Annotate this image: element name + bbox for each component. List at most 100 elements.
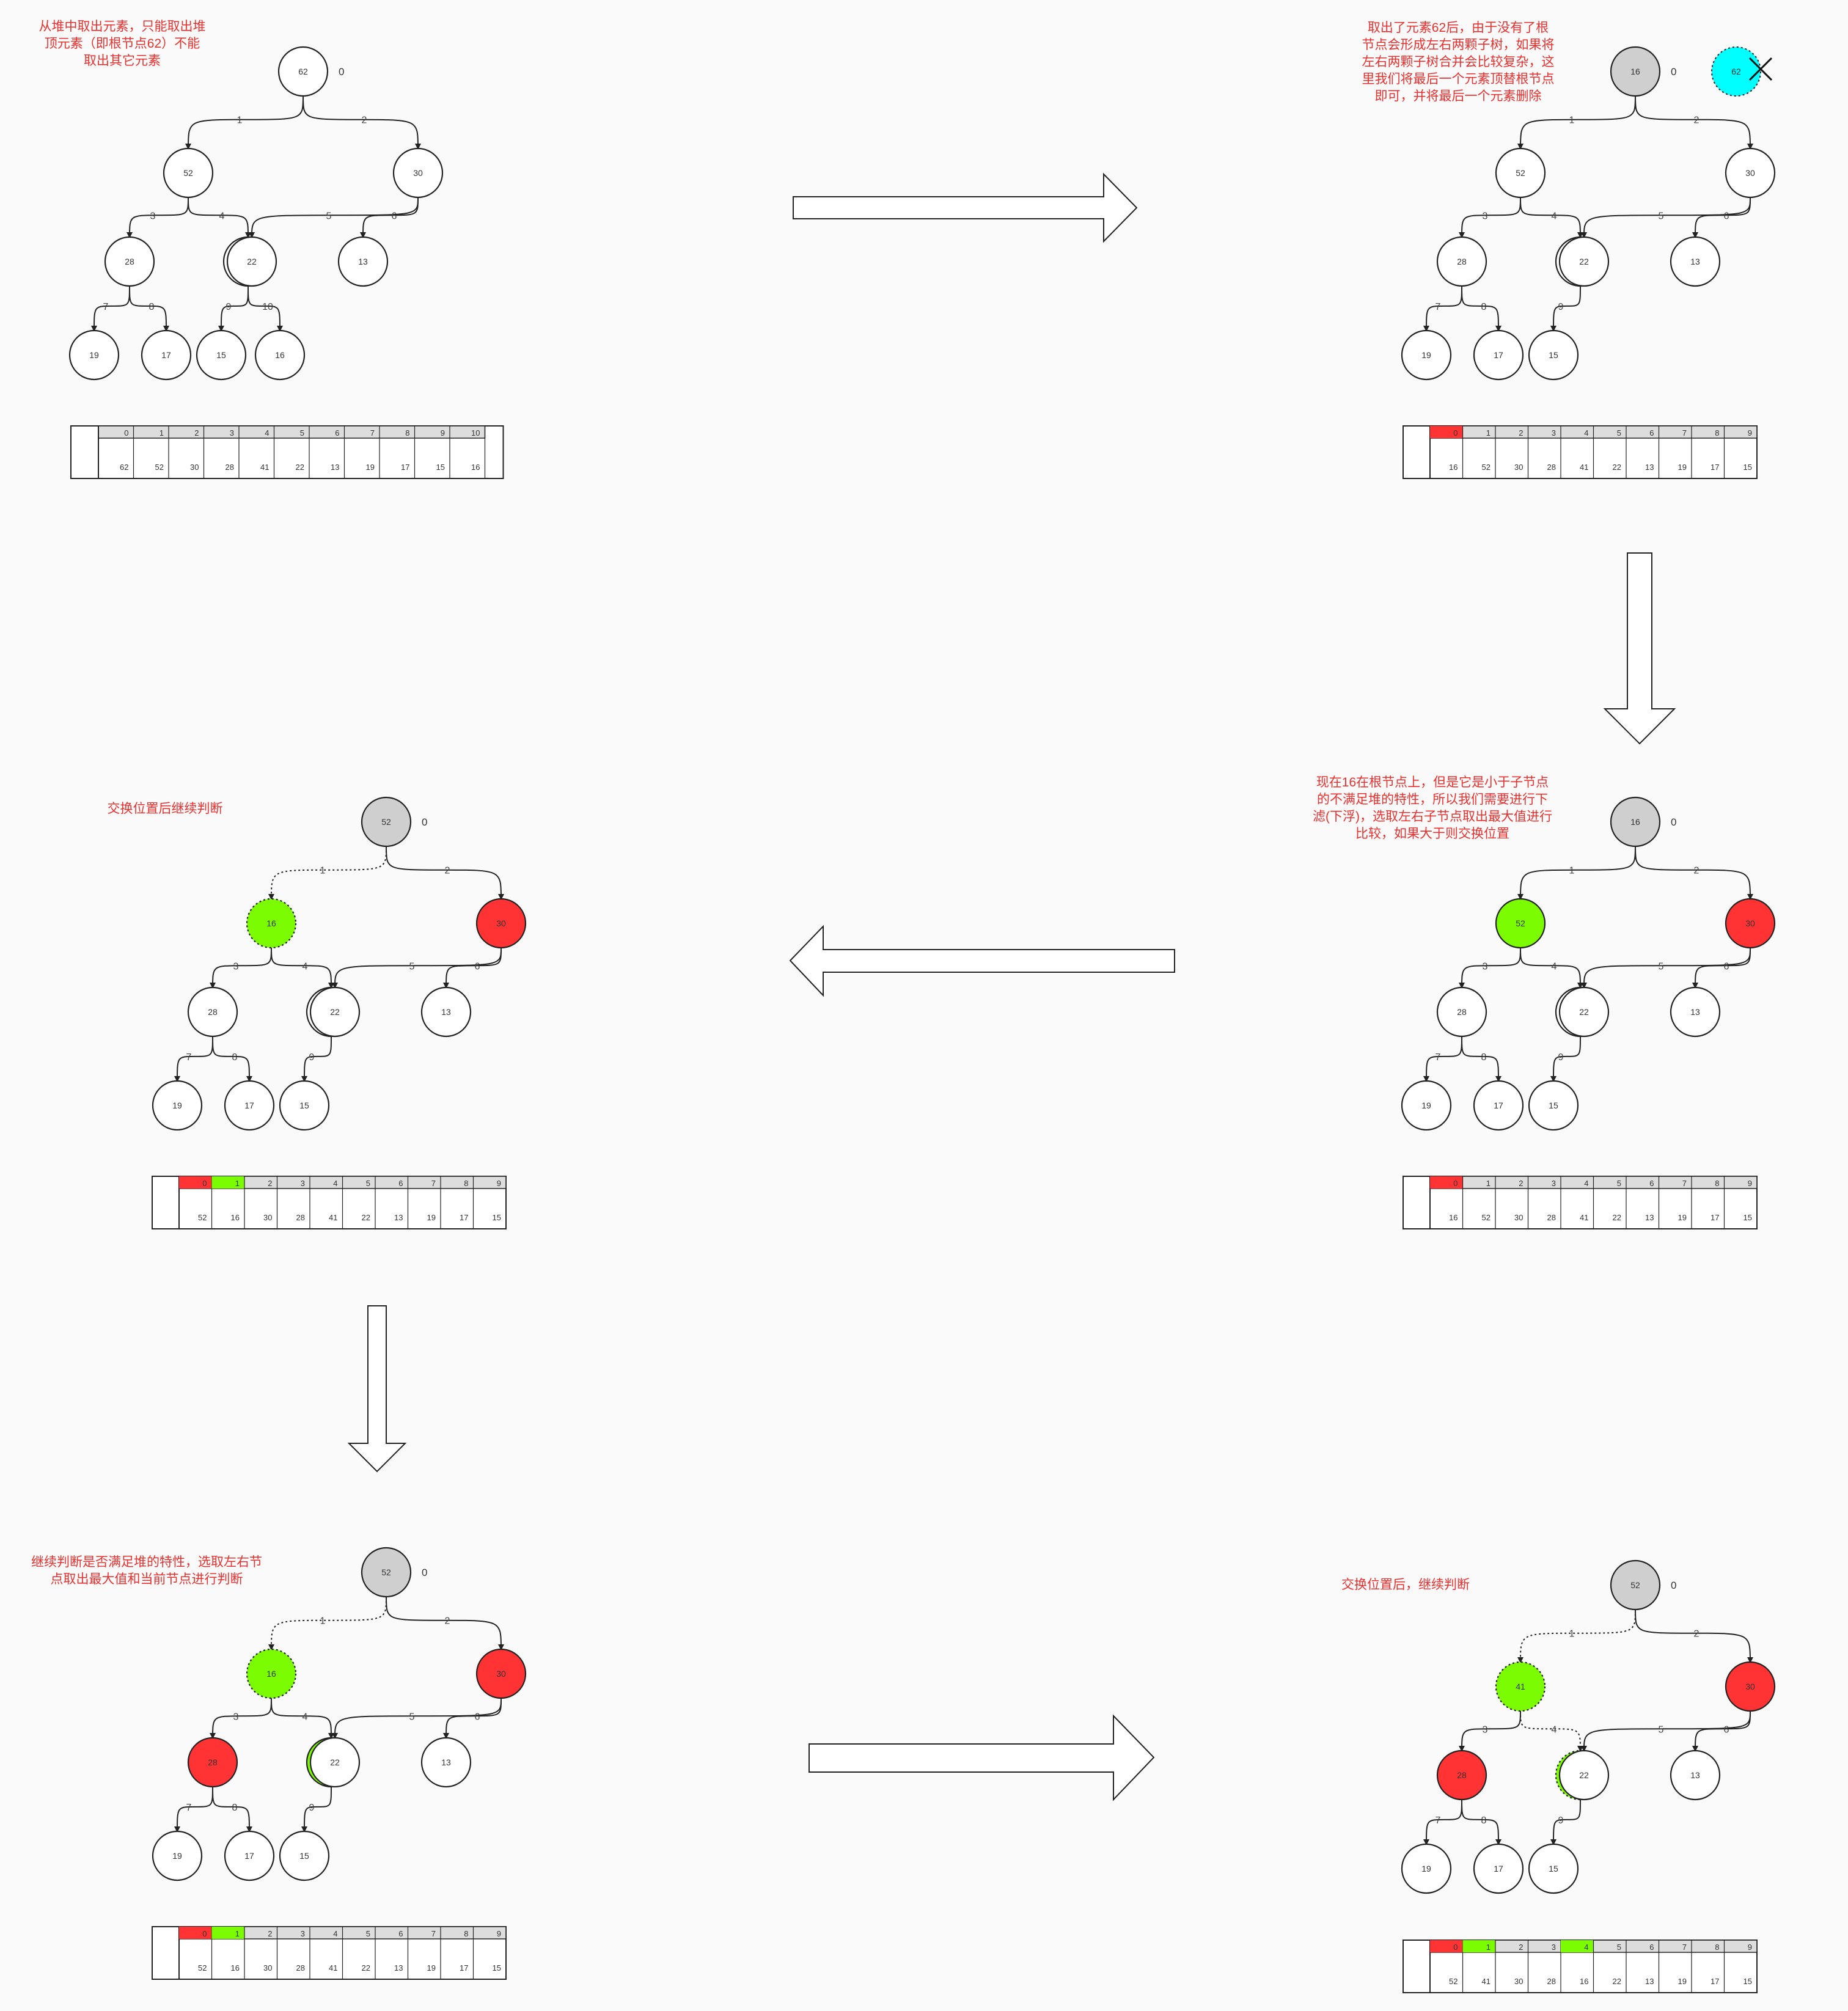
node-circle: [1670, 236, 1721, 287]
node-circle: [1670, 986, 1721, 1038]
array-index: 1: [235, 1929, 240, 1938]
array-index: 8: [1715, 1943, 1719, 1952]
heap-node: 13: [1670, 986, 1721, 1038]
array-cell: 328: [1547, 426, 1561, 478]
node-circle: [361, 1547, 412, 1598]
array-value: 15: [493, 1213, 501, 1222]
flow-arrow-down-1: [1603, 552, 1676, 745]
node-value: 19: [1421, 1101, 1431, 1110]
heap-node: 17: [224, 1830, 275, 1881]
array-value: 22: [1613, 1213, 1621, 1222]
edge-index-label: 6: [1724, 211, 1729, 221]
edge-index-label: 7: [103, 302, 109, 312]
array-index: 0: [202, 1179, 207, 1188]
node-value: 22: [1579, 1007, 1589, 1017]
array-value: 30: [263, 1213, 272, 1222]
node-value: 22: [330, 1757, 340, 1767]
array-value: 41: [260, 463, 269, 472]
node-value: 28: [1457, 257, 1467, 266]
node-circle: [1558, 236, 1610, 287]
heap-node: 22: [1558, 986, 1610, 1038]
tree-edge: [127, 197, 189, 238]
node-circle: [1473, 1843, 1524, 1894]
edge-index-label: 9: [309, 1803, 315, 1813]
heap-node: 13: [337, 236, 389, 287]
edge-index-label: 2: [362, 115, 367, 126]
array-cell: 141: [1462, 1940, 1496, 1993]
array-value: 17: [460, 1963, 468, 1973]
heap-node: 15: [1528, 329, 1579, 381]
heap-node: 30: [475, 1648, 527, 1699]
array-cell-highlight: [1462, 1940, 1495, 1952]
heap-node: 52: [361, 796, 412, 848]
edge-index-label: 9: [309, 1052, 315, 1063]
note-panel3: 现在16在根节点上，但是它是小于子节点 的不满足堆的特性，所以我们需要进行下 滤…: [1313, 775, 1552, 841]
heap-node: 19: [1401, 329, 1452, 381]
root-index-label: 0: [1671, 1580, 1676, 1591]
heap-node: 28: [1436, 986, 1487, 1038]
tree-edge: [301, 1036, 332, 1082]
array-value: 13: [1645, 463, 1654, 472]
array-value: 17: [1711, 1977, 1719, 1986]
node-circle: [1725, 1661, 1776, 1712]
array-value: 16: [231, 1213, 240, 1222]
array-value: 52: [1482, 463, 1491, 472]
array-cell: 719: [427, 1176, 441, 1229]
node-value: 15: [216, 350, 226, 360]
array-index: 9: [441, 428, 445, 438]
edge-index-label: 3: [1483, 961, 1488, 972]
array-index: 8: [464, 1929, 468, 1938]
edge-index-label: 3: [1483, 1724, 1488, 1735]
tree-edge: [188, 197, 251, 238]
tree-edge: [386, 846, 504, 900]
node-circle: [1436, 1749, 1487, 1801]
edge-index-label: 7: [186, 1052, 192, 1063]
tree-edge: [1550, 1036, 1581, 1082]
node-circle: [1610, 46, 1661, 97]
tree-edge: [1692, 197, 1751, 238]
heap-node: 16: [246, 1648, 297, 1699]
node-value: 19: [1421, 1864, 1431, 1874]
heap-node: 17: [1473, 329, 1524, 381]
array-cell: 441: [260, 426, 275, 478]
array-value: 16: [1449, 463, 1458, 472]
array-index: 7: [1682, 1179, 1687, 1188]
array-cell: 230: [1514, 1176, 1529, 1229]
array-cell: 328: [1547, 1176, 1561, 1229]
tree-edge: [174, 1786, 213, 1833]
node-value: 28: [208, 1007, 218, 1017]
edge-index-label: 3: [150, 211, 156, 221]
array-index: 8: [1715, 428, 1719, 438]
edge-index-label: 9: [226, 302, 232, 312]
heap-node: 52: [361, 1547, 412, 1598]
node-circle: [1528, 1843, 1579, 1894]
array-value: 13: [331, 463, 339, 472]
array-value: 22: [1613, 463, 1621, 472]
heap-node: 22: [1558, 1749, 1610, 1801]
array-cell: 328: [296, 1927, 310, 1979]
edge-index-label: 2: [445, 866, 450, 876]
heap-node: 28: [104, 236, 155, 287]
heap-node: 28: [1436, 1749, 1487, 1801]
node-value: 28: [125, 257, 134, 266]
array-cell: 915: [1744, 1176, 1758, 1229]
heap-node: 30: [392, 147, 444, 199]
root-index-label: 0: [422, 816, 427, 828]
heap-node: 52: [1495, 147, 1546, 199]
tree-edge: [1692, 947, 1751, 989]
edge-index-label: 7: [186, 1803, 192, 1813]
tree-edge: [1461, 285, 1502, 332]
array-value: 16: [231, 1963, 240, 1973]
tree-edge: [1517, 1609, 1636, 1663]
array-value: 22: [1613, 1977, 1621, 1986]
node-value: 22: [330, 1007, 340, 1017]
array-cell: 613: [394, 1176, 409, 1229]
array-index: 0: [124, 428, 128, 438]
node-circle: [1401, 329, 1452, 381]
edge-index-label: 4: [219, 211, 225, 221]
array-index: 5: [1617, 1943, 1621, 1952]
array-index: 5: [300, 428, 304, 438]
array-index: 5: [366, 1179, 370, 1188]
node-value: 17: [161, 350, 171, 360]
array-value: 41: [1482, 1977, 1491, 1986]
